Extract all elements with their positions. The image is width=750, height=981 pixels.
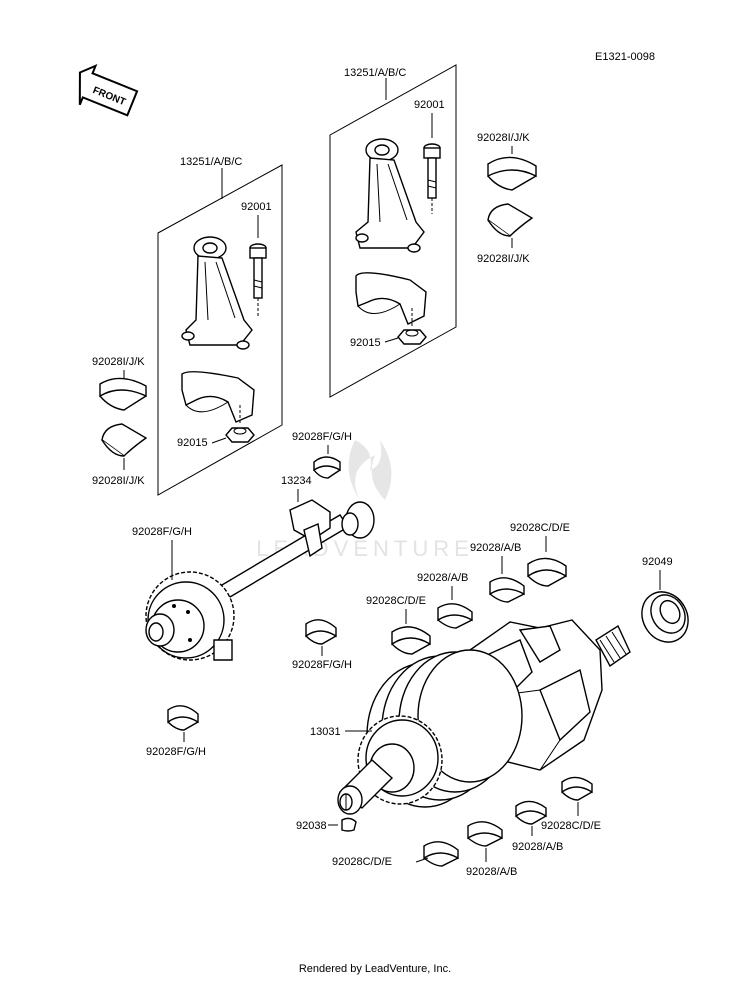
footer-credit: Rendered by LeadVenture, Inc. bbox=[298, 963, 452, 975]
front-arrow-icon: FRONT bbox=[78, 63, 139, 117]
main-bearing-ab-top-icon bbox=[489, 577, 525, 603]
rod-right-frame bbox=[329, 64, 457, 398]
main-bearing-ab-bottom-icon bbox=[467, 821, 503, 847]
main-bearing-cde-mid-icon bbox=[391, 626, 431, 655]
balancer-shaft-group: 92028F/G/H 13234 9202 bbox=[132, 431, 375, 758]
main-bearings-lower-group: 92028C/D/E 92028/A/B 92028C/D/E 92028/A/… bbox=[332, 776, 601, 878]
callout-rod-bearing-left-bottom: 92028I/J/K bbox=[92, 475, 145, 487]
rod-cap-left-icon bbox=[181, 371, 255, 423]
main-bearings-upper-group: 92028C/D/E 92028/A/B 92028/A/B 92028C/D/… bbox=[366, 522, 570, 655]
callout-rod-bearing-right-bottom: 92028I/J/K bbox=[477, 253, 530, 265]
callout-rod-right-asm: 13251/A/B/C bbox=[344, 67, 406, 79]
balancer-bearing-top-icon bbox=[313, 456, 341, 479]
rod-left-frame bbox=[157, 164, 283, 496]
callout-key: 92038 bbox=[296, 820, 327, 832]
crankshaft-icon bbox=[337, 619, 631, 815]
rod-cap-right-icon bbox=[355, 272, 427, 325]
nut-right-icon bbox=[397, 329, 427, 345]
callout-balancer-bearing-left: 92028F/G/H bbox=[132, 526, 192, 538]
callout-bolt-right: 92001 bbox=[414, 99, 445, 111]
callout-nut-left: 92015 bbox=[177, 437, 208, 449]
watermark: LEADVENTURE bbox=[256, 440, 469, 561]
connecting-rod-right-group: 13251/A/B/C 92001 92015 bbox=[329, 64, 537, 398]
callout-balancer-weight: 13234 bbox=[281, 475, 312, 487]
connecting-rod-left-group: 13251/A/B/C 92001 bbox=[92, 156, 283, 496]
callout-balancer-bearing-top: 92028F/G/H bbox=[292, 431, 352, 443]
callout-balancer-bearing-mid: 92028F/G/H bbox=[292, 659, 352, 671]
main-bearing-ab-low-icon bbox=[515, 800, 547, 825]
balancer-bearing-bottom-icon bbox=[167, 705, 199, 731]
key-icon bbox=[341, 817, 357, 832]
bolt-left-icon bbox=[249, 243, 267, 299]
callout-oil-seal: 92049 bbox=[642, 556, 673, 568]
callout-main-bearing-cde-low: 92028C/D/E bbox=[541, 820, 601, 832]
rod-bearing-left-top-icon bbox=[99, 377, 147, 411]
callout-rod-left-asm: 13251/A/B/C bbox=[180, 156, 242, 168]
crankshaft-group: 13031 92038 bbox=[296, 619, 631, 832]
callout-crankshaft: 13031 bbox=[310, 726, 341, 738]
balancer-shaft-icon bbox=[145, 499, 375, 661]
callout-main-bearing-ab-top: 92028/A/B bbox=[470, 542, 521, 554]
rod-bearing-right-top-icon bbox=[487, 156, 537, 191]
nut-left-icon bbox=[225, 427, 255, 443]
bolt-right-icon bbox=[423, 143, 441, 199]
rod-bearing-right-bottom-icon bbox=[487, 203, 534, 237]
callout-main-bearing-ab-low: 92028/A/B bbox=[512, 841, 563, 853]
rod-bearing-left-bottom-icon bbox=[101, 423, 148, 457]
oil-seal-group: 92049 bbox=[641, 556, 689, 643]
callout-balancer-bearing-bottom: 92028F/G/H bbox=[146, 746, 206, 758]
diagram-code: E1321-0098 bbox=[595, 51, 655, 63]
callout-main-bearing-cde-mid: 92028C/D/E bbox=[366, 595, 426, 607]
main-bearing-cde-low-icon bbox=[561, 776, 593, 801]
callout-nut-right: 92015 bbox=[350, 337, 381, 349]
main-bearing-cde-bottom-icon bbox=[423, 841, 459, 867]
main-bearing-cde-top-icon bbox=[527, 557, 567, 587]
connecting-rod-left-icon bbox=[181, 236, 253, 350]
callout-main-bearing-ab-bottom: 92028/A/B bbox=[466, 866, 517, 878]
callout-main-bearing-cde-bottom: 92028C/D/E bbox=[332, 856, 392, 868]
callout-main-bearing-ab-mid: 92028/A/B bbox=[417, 572, 468, 584]
callout-bolt-left: 92001 bbox=[241, 201, 272, 213]
oil-seal-icon bbox=[641, 591, 689, 643]
callout-rod-bearing-right-top: 92028I/J/K bbox=[477, 132, 530, 144]
main-bearing-ab-mid-icon bbox=[437, 603, 473, 629]
connecting-rod-right-icon bbox=[355, 138, 425, 253]
callout-rod-bearing-left-top: 92028I/J/K bbox=[92, 356, 145, 368]
callout-main-bearing-cde-top: 92028C/D/E bbox=[510, 522, 570, 534]
balancer-bearing-mid-icon bbox=[305, 619, 337, 645]
